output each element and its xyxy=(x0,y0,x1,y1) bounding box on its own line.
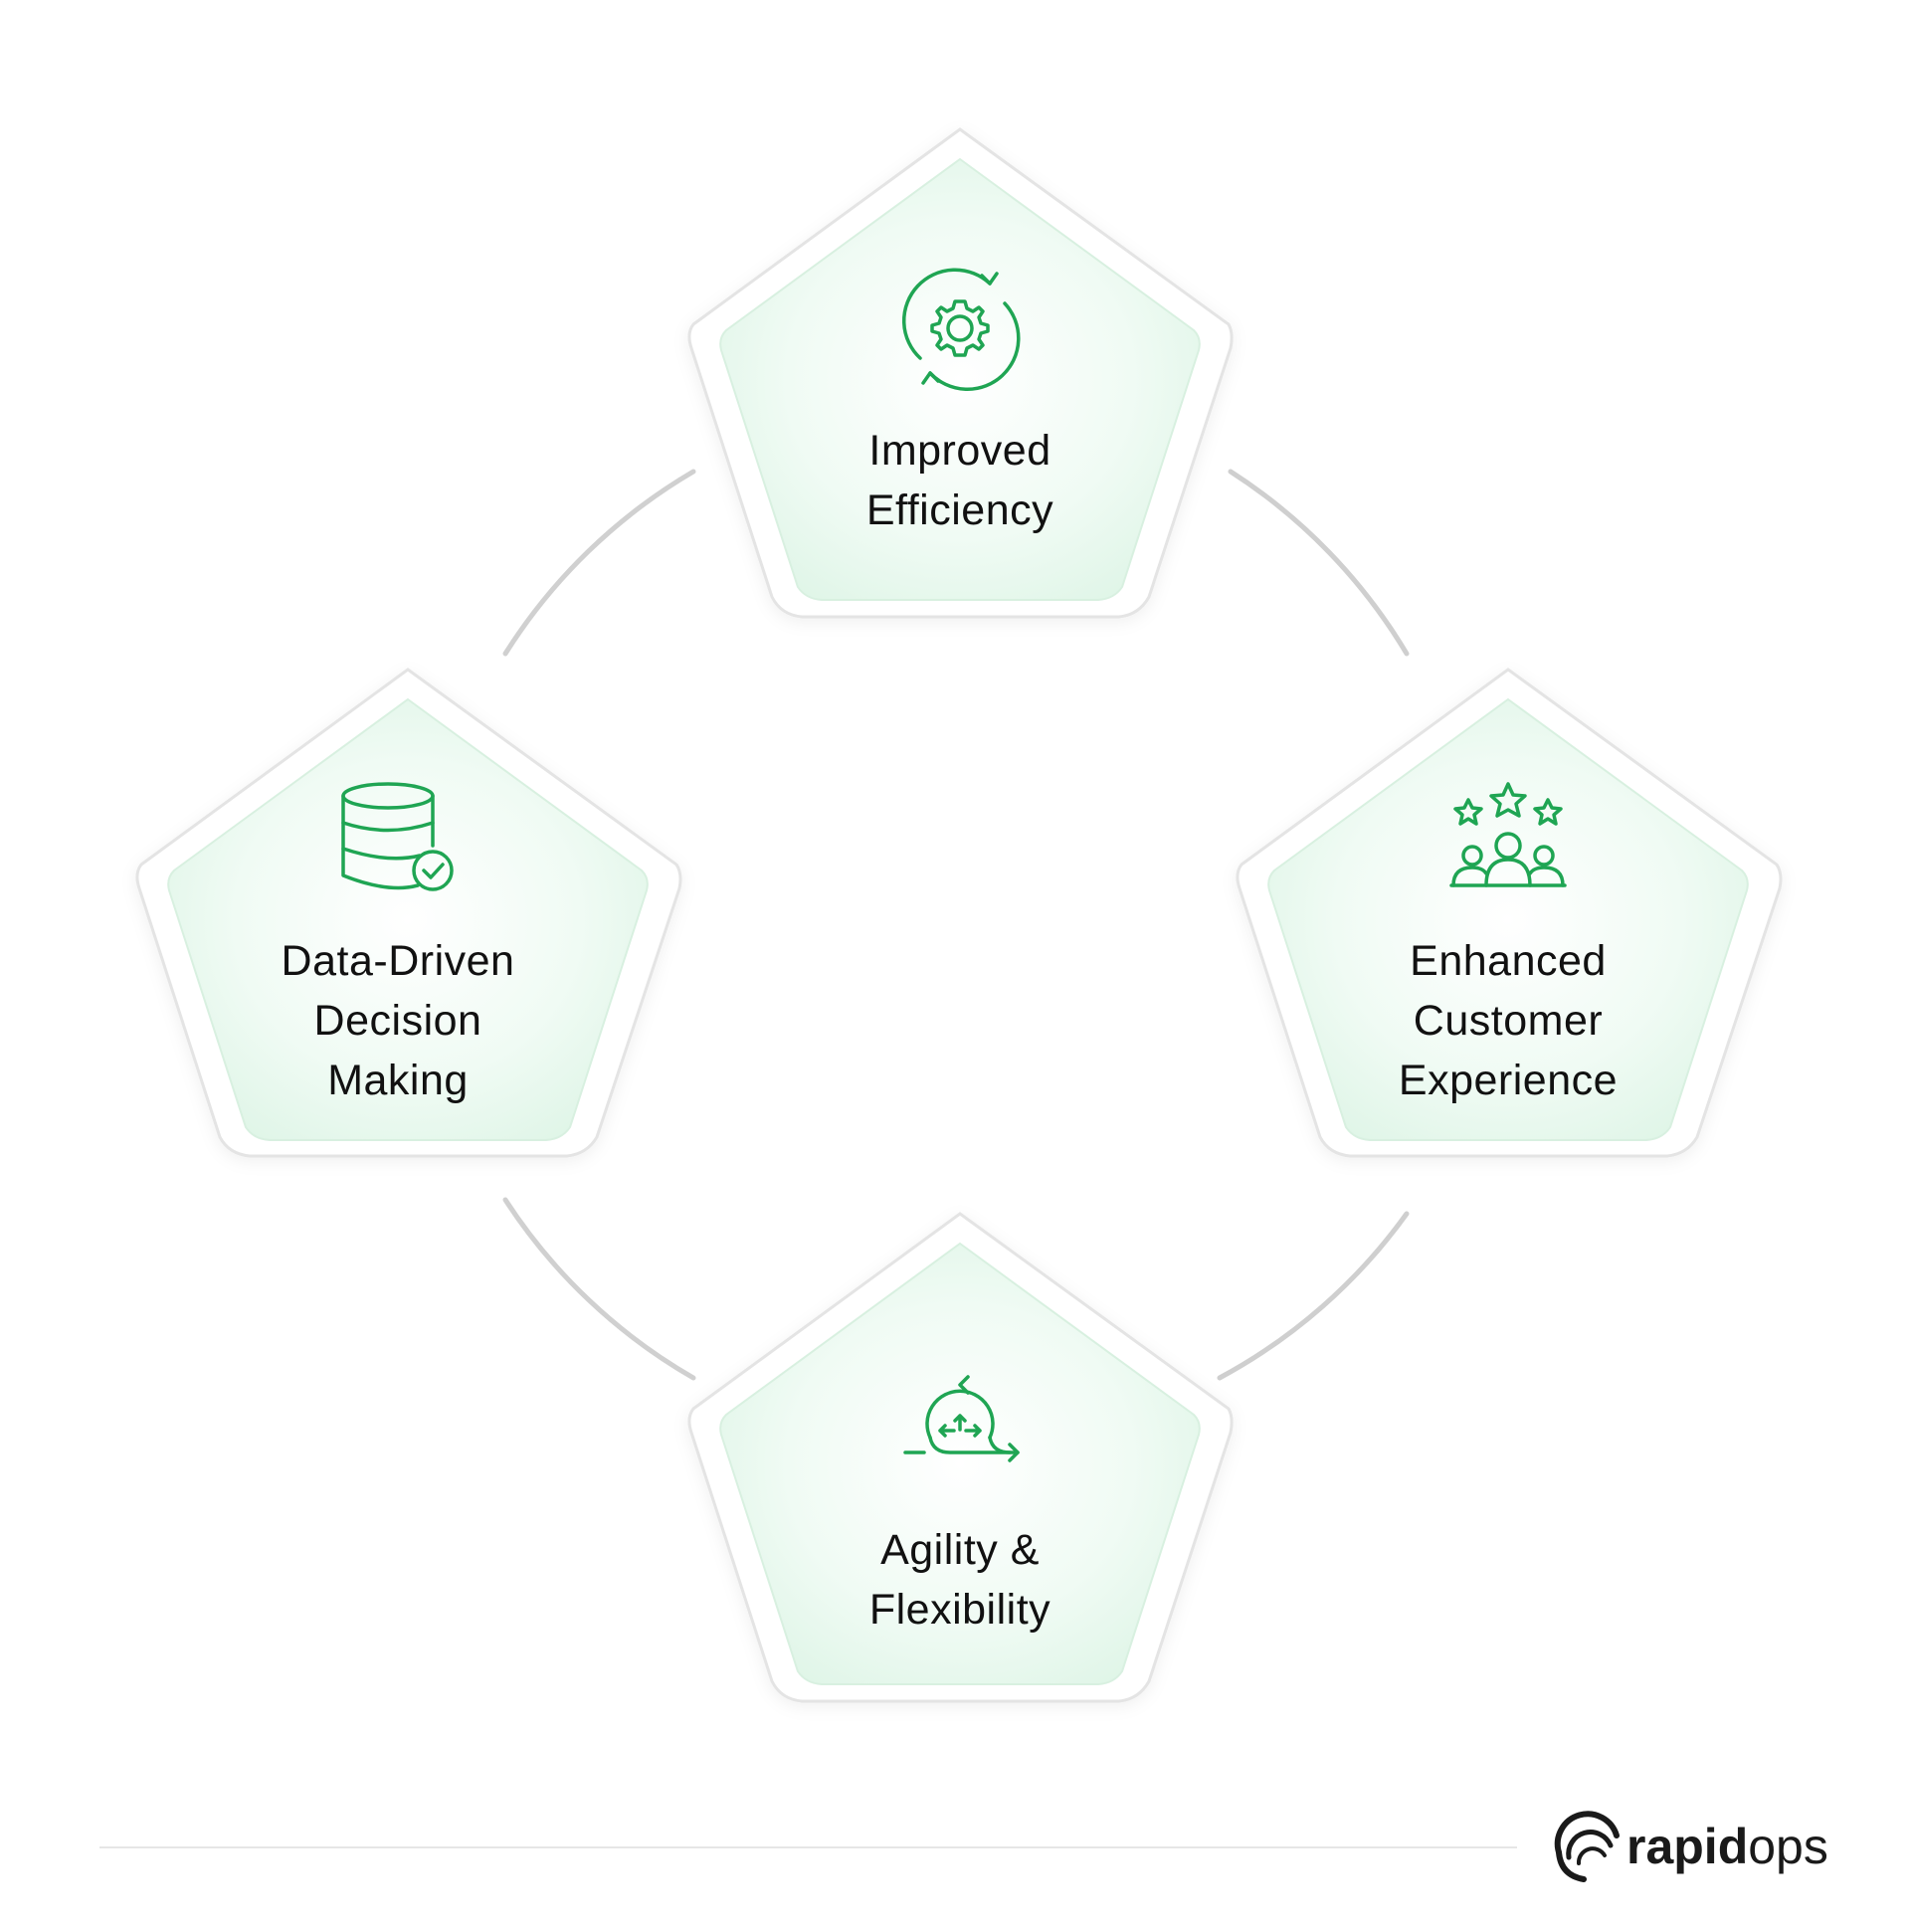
node-label-line-1: Agility & xyxy=(880,1526,1040,1574)
node-label-line-3: Experience xyxy=(1399,1057,1618,1104)
brand-name: rapidops xyxy=(1626,1819,1828,1874)
node-label-line-2: Efficiency xyxy=(866,486,1053,534)
connector-arc-bottom-right xyxy=(1217,1211,1410,1381)
node-label-line-1: Improved xyxy=(868,427,1050,475)
node-pentagon xyxy=(719,1242,1201,1685)
node-pentagon xyxy=(719,157,1201,601)
brand-name-light: ops xyxy=(1748,1819,1828,1874)
connector-ring xyxy=(502,469,1410,1381)
connector-arc-top-right xyxy=(1228,469,1410,657)
node-pentagon xyxy=(167,697,649,1141)
node-label-line-2: Decision xyxy=(314,997,482,1045)
connector-arc-bottom-left xyxy=(502,1197,696,1381)
node-label-line-2: Customer xyxy=(1414,997,1603,1045)
brand-logo: rapidops xyxy=(1554,1811,1828,1882)
brand-name-bold: rapid xyxy=(1626,1819,1748,1874)
node-label-line-3: Making xyxy=(327,1057,469,1104)
node-label-line-1: Enhanced xyxy=(1410,937,1607,985)
node-pentagon xyxy=(1267,697,1749,1141)
gear-refresh-icon xyxy=(901,268,1021,392)
database-check-icon xyxy=(341,782,454,891)
node-enhanced-customer-experience: Enhanced Customer Experience xyxy=(1236,668,1783,1158)
customers-stars-icon xyxy=(1449,782,1567,887)
node-label-line-1: Data-Driven xyxy=(282,937,515,985)
node-label-line-2: Flexibility xyxy=(869,1586,1050,1634)
agile-cycle-icon xyxy=(903,1375,1020,1462)
rapidops-swirl-icon xyxy=(1554,1811,1620,1882)
connector-arc-top-left xyxy=(502,469,696,657)
node-improved-efficiency: Improved Efficiency xyxy=(687,127,1234,619)
node-data-driven-decision-making: Data-Driven Decision Making xyxy=(135,668,682,1158)
node-agility-flexibility: Agility & Flexibility xyxy=(687,1212,1234,1703)
